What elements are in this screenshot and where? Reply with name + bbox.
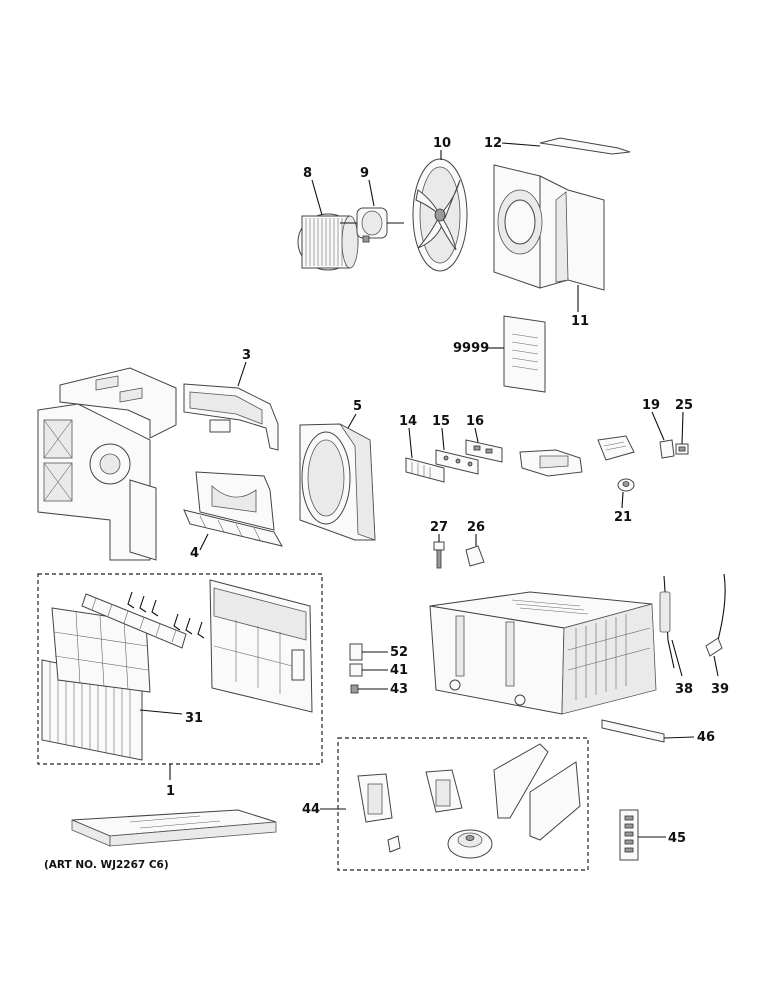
label-15: 15	[432, 414, 450, 429]
label-26: 26	[467, 520, 485, 535]
label-14: 14	[399, 414, 417, 429]
knob-21-drawing	[617, 478, 635, 492]
control-board-16-drawing	[465, 439, 503, 463]
manual-booklet-drawing	[503, 315, 546, 393]
label-9999: 9999	[453, 341, 489, 356]
part-43-drawing	[350, 684, 359, 694]
part-41-drawing	[349, 663, 363, 677]
curtain-right-drawing	[529, 761, 581, 841]
condensate-pan-drawing	[183, 471, 284, 547]
bracket-kit-drawing	[387, 835, 401, 853]
label-5: 5	[353, 399, 362, 414]
fan-motor-drawing	[340, 207, 404, 243]
label-52: 52	[390, 645, 408, 660]
label-9: 9	[360, 166, 369, 181]
capillary-38-drawing	[659, 575, 675, 669]
screw-27-drawing	[433, 541, 445, 569]
cabinet-drawing	[429, 591, 657, 715]
fan-shroud-drawing	[493, 164, 605, 291]
shroud-ring-drawing	[299, 423, 376, 541]
label-3: 3	[242, 348, 251, 363]
label-41: 41	[390, 663, 408, 678]
label-25: 25	[675, 398, 693, 413]
front-frame-drawing	[209, 579, 313, 713]
label-16: 16	[466, 414, 484, 429]
label-1: 1	[166, 784, 175, 799]
blower-wheel-drawing	[297, 213, 359, 271]
pcb-drawing	[597, 435, 635, 461]
front-panel-assembly-box	[37, 573, 323, 765]
label-19: 19	[642, 398, 660, 413]
label-10: 10	[433, 136, 451, 151]
foam-roll-drawing	[447, 829, 493, 859]
remote-45-drawing	[619, 809, 639, 861]
label-44: 44	[302, 802, 320, 817]
thermistor-39-drawing	[705, 573, 726, 657]
installation-kit-box	[337, 737, 589, 871]
part-52-drawing	[349, 643, 363, 661]
label-11: 11	[571, 314, 589, 329]
label-45: 45	[668, 831, 686, 846]
label-21: 21	[614, 510, 632, 525]
fan-blade-drawing	[412, 158, 468, 272]
label-46: 46	[697, 730, 715, 745]
side-panel-right-drawing	[425, 769, 463, 813]
base-pan-drawing	[71, 809, 277, 847]
rail-46-drawing	[601, 719, 665, 743]
label-12: 12	[484, 136, 502, 151]
label-31: 31	[185, 711, 203, 726]
control-board-15-drawing	[435, 449, 479, 475]
air-duct-drawing	[183, 383, 279, 451]
label-39: 39	[711, 682, 729, 697]
sensor-25-drawing	[675, 443, 689, 455]
bulkhead-drawing	[37, 367, 177, 561]
clip-26-drawing	[465, 545, 485, 567]
label-43: 43	[390, 682, 408, 697]
curtain-left-drawing	[493, 743, 549, 819]
side-panel-left-drawing	[357, 773, 393, 823]
bracket-19-drawing	[659, 439, 675, 459]
art-number: (ART NO. WJ2267 C6)	[44, 859, 169, 871]
label-4: 4	[190, 546, 199, 561]
louver-clips-drawing	[127, 591, 205, 639]
top-strip-drawing	[539, 137, 631, 155]
control-bracket-drawing	[519, 449, 583, 477]
label-27: 27	[430, 520, 448, 535]
label-8: 8	[303, 166, 312, 181]
louver-drawing	[81, 593, 187, 649]
control-board-14-drawing	[405, 457, 445, 483]
label-38: 38	[675, 682, 693, 697]
